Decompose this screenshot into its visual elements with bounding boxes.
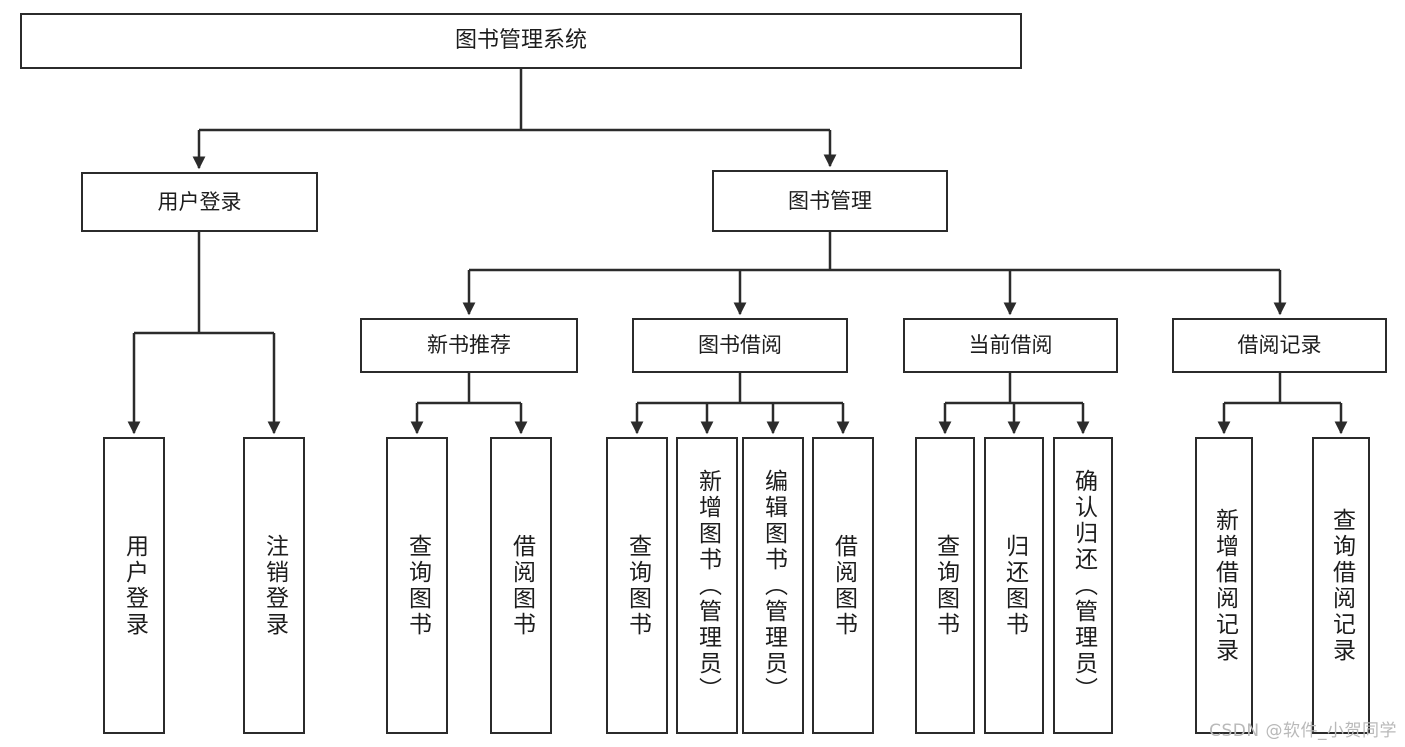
leaf-record-add-record[interactable]: 新增借阅记录 (1195, 437, 1253, 734)
leaf-borrow-borrow-book-label: 借阅图书 (830, 533, 857, 638)
leaf-recommend-borrow-book-label: 借阅图书 (508, 533, 535, 638)
leaf-current-query-book[interactable]: 查询图书 (915, 437, 975, 734)
leaf-user-login-logout[interactable]: 注销登录 (243, 437, 305, 734)
leaf-current-confirm-return[interactable]: 确认归还（管理员） (1053, 437, 1113, 734)
leaf-record-add-record-label: 新增借阅记录 (1211, 507, 1238, 664)
node-root[interactable]: 图书管理系统 (20, 13, 1022, 69)
node-current-borrow[interactable]: 当前借阅 (903, 318, 1118, 373)
node-current-borrow-label: 当前借阅 (968, 333, 1053, 358)
node-book-management[interactable]: 图书管理 (712, 170, 948, 232)
node-book-borrow-label: 图书借阅 (698, 333, 782, 358)
leaf-borrow-query-book[interactable]: 查询图书 (606, 437, 668, 734)
leaf-borrow-add-book[interactable]: 新增图书（管理员） (676, 437, 738, 734)
leaf-current-return-book[interactable]: 归还图书 (984, 437, 1044, 734)
watermark-text: CSDN @软件_小贺同学 (1209, 721, 1397, 741)
leaf-user-login-logout-label: 注销登录 (261, 533, 288, 638)
leaf-current-confirm-return-label: 确认归还（管理员） (1070, 468, 1097, 703)
node-book-borrow[interactable]: 图书借阅 (632, 318, 848, 373)
leaf-recommend-query-book-label: 查询图书 (404, 533, 431, 638)
leaf-borrow-query-book-label: 查询图书 (624, 533, 651, 638)
leaf-borrow-edit-book[interactable]: 编辑图书（管理员） (742, 437, 804, 734)
leaf-borrow-borrow-book[interactable]: 借阅图书 (812, 437, 874, 734)
node-user-login[interactable]: 用户登录 (81, 172, 318, 232)
leaf-record-query-record-label: 查询借阅记录 (1328, 507, 1355, 664)
node-borrow-record[interactable]: 借阅记录 (1172, 318, 1387, 373)
node-book-management-label: 图书管理 (788, 188, 872, 213)
node-new-book-recommend-label: 新书推荐 (427, 333, 511, 358)
leaf-recommend-borrow-book[interactable]: 借阅图书 (490, 437, 552, 734)
leaf-user-login-login[interactable]: 用户登录 (103, 437, 165, 734)
leaf-user-login-login-label: 用户登录 (121, 533, 148, 638)
leaf-borrow-edit-book-label: 编辑图书（管理员） (760, 468, 787, 703)
leaf-current-return-book-label: 归还图书 (1001, 533, 1028, 638)
leaf-borrow-add-book-label: 新增图书（管理员） (694, 468, 721, 703)
leaf-current-query-book-label: 查询图书 (932, 533, 959, 638)
leaf-recommend-query-book[interactable]: 查询图书 (386, 437, 448, 734)
leaf-record-query-record[interactable]: 查询借阅记录 (1312, 437, 1370, 734)
node-borrow-record-label: 借阅记录 (1237, 333, 1322, 358)
node-user-login-label: 用户登录 (157, 189, 242, 214)
node-new-book-recommend[interactable]: 新书推荐 (360, 318, 578, 373)
node-root-label: 图书管理系统 (454, 28, 587, 54)
